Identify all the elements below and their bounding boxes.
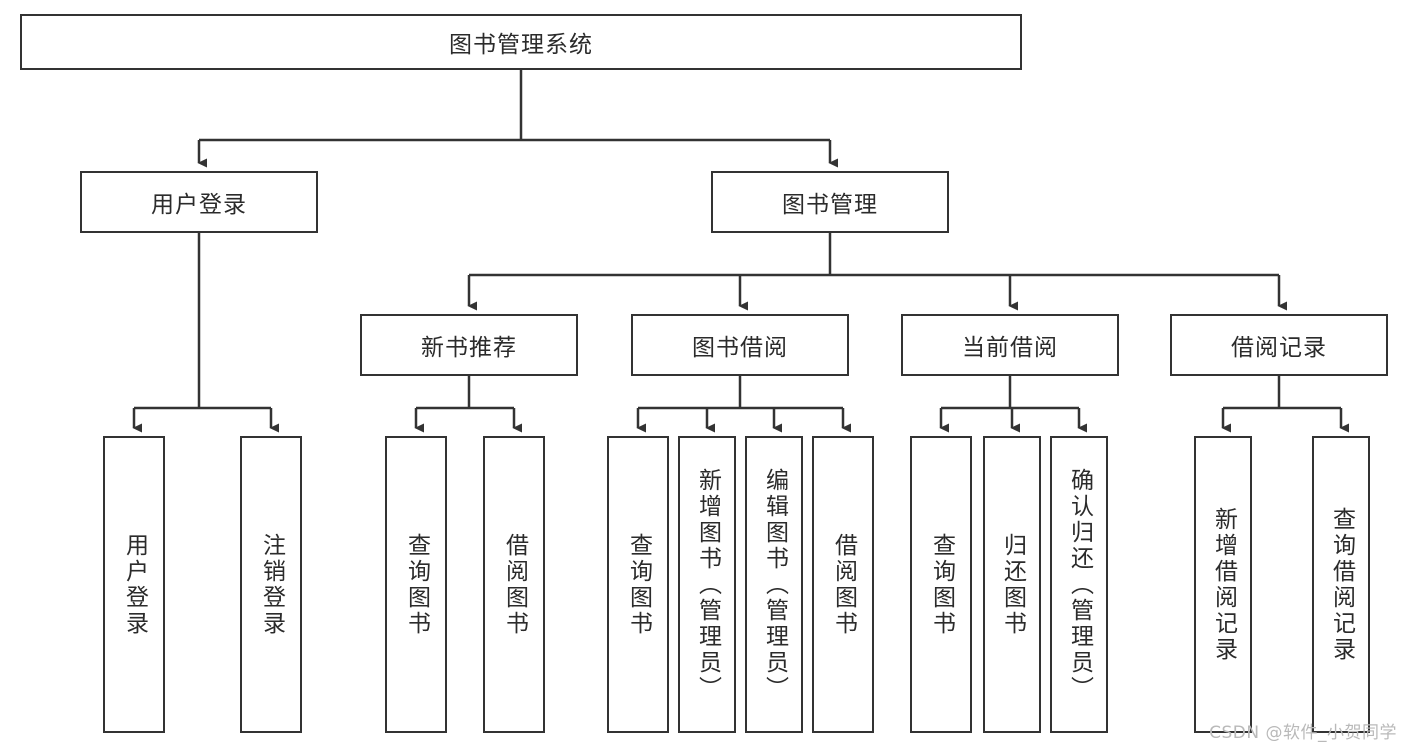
node-book-manage[interactable]: 图书管理 (711, 171, 949, 233)
node-leaf-confirm-return-label: 确认归还（管理员） (1066, 467, 1093, 702)
node-current-borrow-label: 当前借阅 (962, 335, 1058, 361)
node-leaf-logout[interactable]: 注销登录 (240, 436, 302, 733)
edges-currentborrow-to-leaves (939, 376, 1087, 433)
node-leaf-borrow-book-rec[interactable]: 借阅图书 (483, 436, 545, 733)
node-root[interactable]: 图书管理系统 (20, 14, 1022, 70)
node-borrow-record[interactable]: 借阅记录 (1170, 314, 1388, 376)
node-leaf-query-book-borrow[interactable]: 查询图书 (607, 436, 669, 733)
edges-userlogin-to-leaves (132, 233, 279, 433)
node-leaf-add-book-label: 新增图书（管理员） (694, 467, 721, 702)
node-leaf-query-book-cur-label: 查询图书 (928, 532, 955, 637)
node-leaf-logout-label: 注销登录 (258, 532, 285, 637)
node-leaf-add-record[interactable]: 新增借阅记录 (1194, 436, 1252, 733)
node-current-borrow[interactable]: 当前借阅 (901, 314, 1119, 376)
node-leaf-borrow-book[interactable]: 借阅图书 (812, 436, 874, 733)
node-leaf-user-login[interactable]: 用户登录 (103, 436, 165, 733)
node-leaf-edit-book-label: 编辑图书（管理员） (761, 467, 788, 702)
node-leaf-add-record-label: 新增借阅记录 (1210, 506, 1237, 663)
node-leaf-borrow-book-rec-label: 借阅图书 (501, 532, 528, 637)
node-root-label: 图书管理系统 (449, 32, 593, 58)
node-leaf-query-book-rec-label: 查询图书 (403, 532, 430, 637)
edges-root-to-level2 (197, 70, 838, 168)
node-book-manage-label: 图书管理 (782, 192, 878, 218)
node-leaf-borrow-book-label: 借阅图书 (830, 532, 857, 637)
node-leaf-query-record-label: 查询借阅记录 (1328, 506, 1355, 663)
node-book-borrow-label: 图书借阅 (692, 335, 788, 361)
watermark: CSDN @软件_小贺同学 (1209, 723, 1397, 743)
node-leaf-query-book-cur[interactable]: 查询图书 (910, 436, 972, 733)
node-book-borrow[interactable]: 图书借阅 (631, 314, 849, 376)
node-leaf-add-book[interactable]: 新增图书（管理员） (678, 436, 736, 733)
node-leaf-return-book[interactable]: 归还图书 (983, 436, 1041, 733)
edges-newbook-to-leaves (414, 376, 522, 433)
node-new-book-rec[interactable]: 新书推荐 (360, 314, 578, 376)
node-leaf-return-book-label: 归还图书 (999, 532, 1026, 637)
edges-bookborrow-to-leaves (636, 376, 851, 433)
node-borrow-record-label: 借阅记录 (1231, 335, 1327, 361)
edges-borrowrecord-to-leaves (1221, 376, 1349, 433)
node-leaf-query-book-borrow-label: 查询图书 (625, 532, 652, 637)
node-user-login[interactable]: 用户登录 (80, 171, 318, 233)
node-leaf-user-login-label: 用户登录 (121, 532, 148, 637)
node-leaf-query-book-rec[interactable]: 查询图书 (385, 436, 447, 733)
node-leaf-edit-book[interactable]: 编辑图书（管理员） (745, 436, 803, 733)
edges-bookmanage-to-level3 (467, 233, 1287, 311)
node-leaf-confirm-return[interactable]: 确认归还（管理员） (1050, 436, 1108, 733)
node-user-login-label: 用户登录 (151, 192, 247, 218)
node-new-book-rec-label: 新书推荐 (421, 335, 517, 361)
node-leaf-query-record[interactable]: 查询借阅记录 (1312, 436, 1370, 733)
